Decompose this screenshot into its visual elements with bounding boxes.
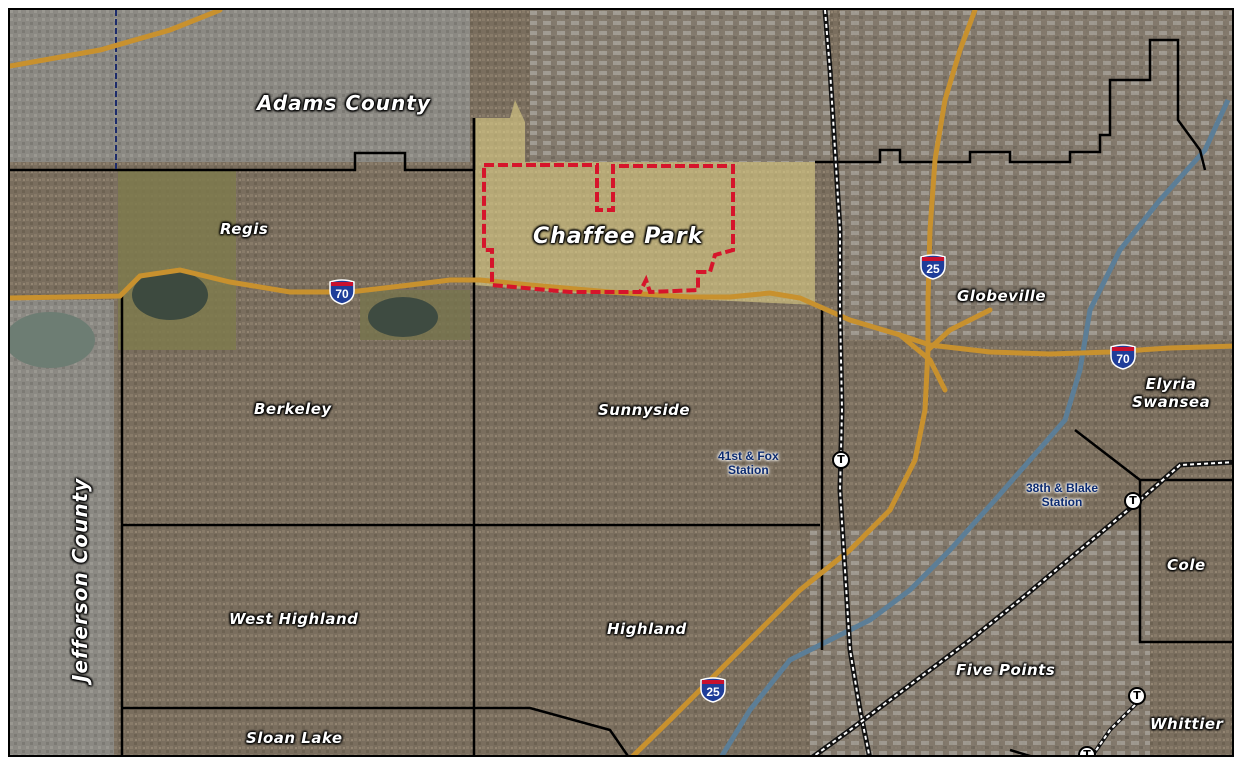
five-points-label: Five Points: [956, 661, 1056, 679]
transit-station-icon: T: [832, 451, 850, 469]
map-frame: Adams County Jefferson County Chaffee Pa…: [8, 8, 1234, 757]
map-canvas: [10, 10, 1232, 755]
whittier-label: Whittier: [1150, 715, 1224, 733]
regis-label: Regis: [220, 220, 269, 238]
transit-station-icon: T: [1078, 746, 1096, 755]
sloan-lake-label: Sloan Lake: [246, 729, 343, 747]
jefferson-county-area: [10, 300, 114, 755]
interstate-25-shield: 25: [699, 677, 727, 703]
sunnyside-label: Sunnyside: [598, 401, 691, 419]
industrial-area: [840, 10, 1232, 340]
globeville-label: Globeville: [957, 287, 1047, 305]
golf-course: [118, 170, 236, 350]
interstate-70-shield: 70: [1109, 344, 1137, 370]
jefferson-lake: [10, 312, 95, 368]
jefferson-county-label: Jefferson County: [68, 477, 92, 682]
chaffee-park-label: Chaffee Park: [533, 224, 704, 249]
rail-lines: [811, 10, 1232, 755]
interstate-70-shield: 70: [328, 279, 356, 305]
blake-station-label: 38th & Blake Station: [1026, 481, 1099, 509]
interstate-25-number: 25: [706, 685, 720, 699]
interstate-70-number: 70: [1116, 352, 1130, 366]
railyard-area: [530, 10, 830, 162]
highway-network: [10, 10, 1232, 755]
highland-label: Highland: [607, 620, 687, 638]
study-area-boundary: [482, 163, 735, 295]
south-platte-river: [719, 98, 1231, 755]
interstate-25-shield: 25: [919, 254, 947, 280]
cole-label: Cole: [1167, 556, 1206, 574]
rocky-mountain-lake: [132, 270, 208, 320]
interstate-70-number: 70: [335, 287, 349, 301]
neighborhood-boundaries: [10, 38, 1232, 755]
berkeley-lake: [368, 297, 438, 337]
adams-county-label: Adams County: [257, 91, 431, 115]
study-area-fill: [474, 100, 815, 305]
fox-station-label: 41st & Fox Station: [718, 449, 779, 477]
transit-station-icon: T: [1128, 687, 1146, 705]
berkeley-label: Berkeley: [254, 400, 332, 418]
elyria-swansea-label: Elyria Swansea: [1132, 375, 1211, 411]
interstate-25-number: 25: [926, 262, 940, 276]
transit-station-icon: T: [1124, 492, 1142, 510]
adams-county-area: [10, 10, 470, 162]
west-highland-label: West Highland: [229, 610, 359, 628]
